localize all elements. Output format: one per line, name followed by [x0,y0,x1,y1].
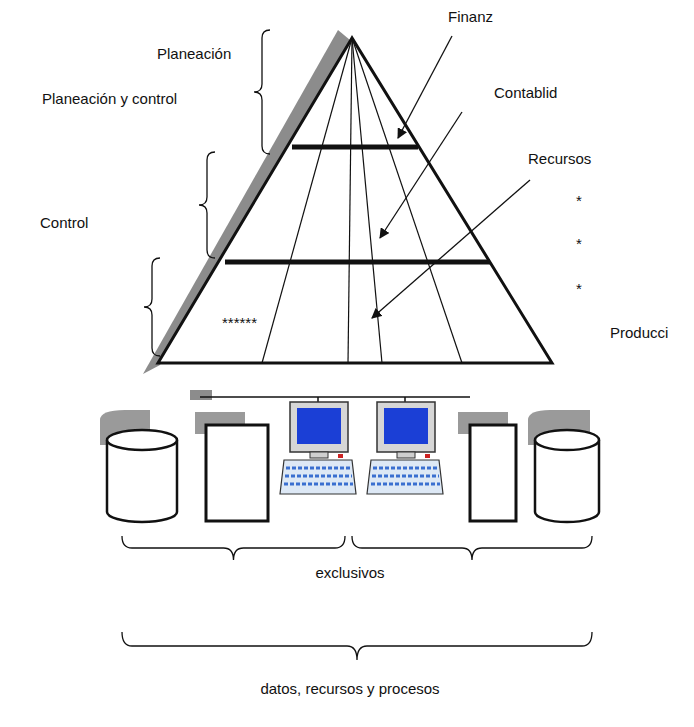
pyramid-divisions [262,38,462,363]
ellipsis-mark: ****** [220,314,259,332]
network-line [200,396,470,398]
ellipsis-mark: * [574,192,584,210]
ellipsis-mark: * [574,280,584,298]
storage-box [458,412,516,521]
level-label: Planeación [155,45,233,63]
level-label: Planeación y control [40,90,179,108]
group-label: datos, recursos y procesos [258,680,441,698]
curly-brace [352,536,592,560]
ellipsis-mark: * [574,235,584,253]
area-label: Producci [608,324,670,342]
curly-brace [122,632,592,660]
storage-box [195,412,268,521]
computer-icon [280,402,356,494]
level-bars [225,147,490,262]
curly-brace [254,30,270,154]
brackets [122,30,592,660]
database-cylinder [100,410,177,522]
area-label: Recursos [526,150,593,168]
database-cylinder [528,410,599,522]
connector-shadow [190,390,212,400]
leader-arrows [372,36,530,318]
area-label: Contablid [492,84,559,102]
computer-icon [367,402,443,494]
curly-brace [144,258,160,356]
group-label: exclusivos [313,564,386,582]
area-label: Finanz [446,8,495,26]
level-label: Control [38,214,90,232]
curly-brace [122,536,345,560]
curly-brace [199,152,215,258]
